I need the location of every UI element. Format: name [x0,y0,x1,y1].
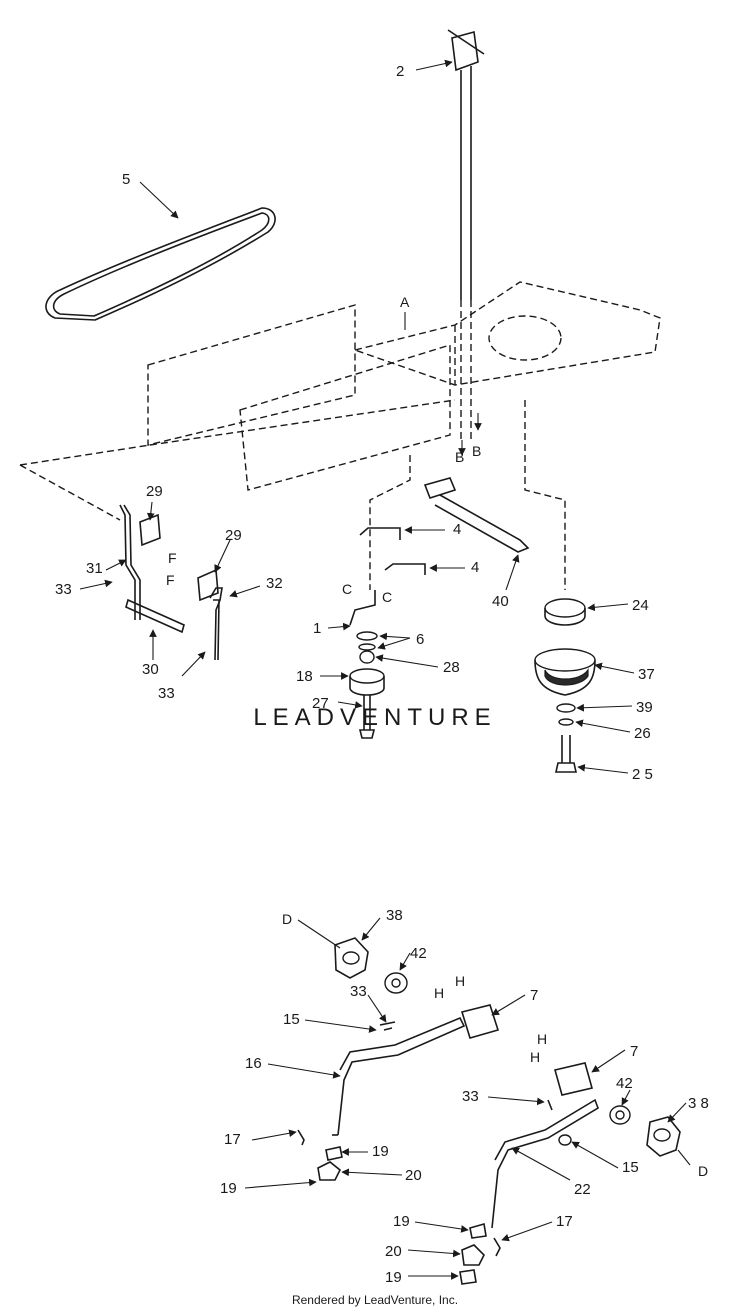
callout-6: 6 [416,631,424,648]
callout-26: 26 [634,725,651,742]
callout-19-b: 19 [220,1180,237,1197]
callout-19-d: 19 [385,1269,402,1286]
callout-39: 39 [636,699,653,716]
callout-19-c: 19 [393,1213,410,1230]
footer-credit: Rendered by LeadVenture, Inc. [292,1293,458,1307]
center-linkage [349,527,426,739]
callout-38-a: 38 [386,907,403,924]
callout-31: 31 [86,560,103,577]
callout-22: 22 [574,1181,591,1198]
callout-C-2: C [382,589,392,605]
callout-A: A [400,294,410,310]
watermark: LEADVENTURE [253,704,496,731]
callout-40: 40 [492,593,509,610]
callout-4-b: 4 [471,559,479,576]
callout-H-4: H [530,1049,540,1065]
callout-32: 32 [266,575,283,592]
callout-27: 27 [312,695,329,712]
callout-29-b: 29 [225,527,242,544]
callout-1: 1 [313,620,321,637]
callout-33-b: 33 [158,685,175,702]
callout-15-b: 15 [622,1159,639,1176]
callout-H-1: H [455,973,465,989]
callout-B-1: B [455,449,464,465]
part-5-belt [45,207,276,321]
callout-20-b: 20 [385,1243,402,1260]
right-pulleys [534,598,596,773]
callout-15-a: 15 [283,1011,300,1028]
callout-17-a: 17 [224,1131,241,1148]
callout-33-d: 33 [462,1088,479,1105]
callout-17-b: 17 [556,1213,573,1230]
callout-labels: 2 5 A B B 29 29 31 33 F F 32 30 33 4 4 C… [55,63,709,1286]
callout-C-1: C [342,581,352,597]
part-2-rod [447,29,485,440]
callout-19-a: 19 [372,1143,389,1160]
callout-38-b: 3 8 [688,1095,709,1112]
part-40-idler-arm [423,477,530,553]
callout-2: 2 [396,63,404,80]
callout-H-3: H [537,1031,547,1047]
callout-29-a: 29 [146,483,163,500]
callout-18: 18 [296,668,313,685]
callout-25: 2 5 [632,766,653,783]
callout-7-a: 7 [530,987,538,1004]
callout-24: 24 [632,597,649,614]
callout-F-1: F [168,550,177,566]
callout-42-b: 42 [616,1075,633,1092]
callout-42-a: 42 [410,945,427,962]
callout-4-a: 4 [453,521,461,538]
callout-20-a: 20 [405,1167,422,1184]
lower-right-assembly [459,1062,681,1285]
callout-30: 30 [142,661,159,678]
callout-5: 5 [122,171,130,188]
chassis-frame [19,281,661,590]
callout-33-c: 33 [350,983,367,1000]
lower-left-assembly [297,937,500,1181]
leader-lines [79,59,691,1280]
callout-H-2: H [434,985,444,1001]
callout-D-1: D [282,911,292,927]
callout-16: 16 [245,1055,262,1072]
callout-28: 28 [443,659,460,676]
callout-B-2: B [472,443,481,459]
callout-D-2: D [698,1163,708,1179]
callout-33-a: 33 [55,581,72,598]
callout-F-2: F [166,572,175,588]
callout-37: 37 [638,666,655,683]
callout-7-b: 7 [630,1043,638,1060]
